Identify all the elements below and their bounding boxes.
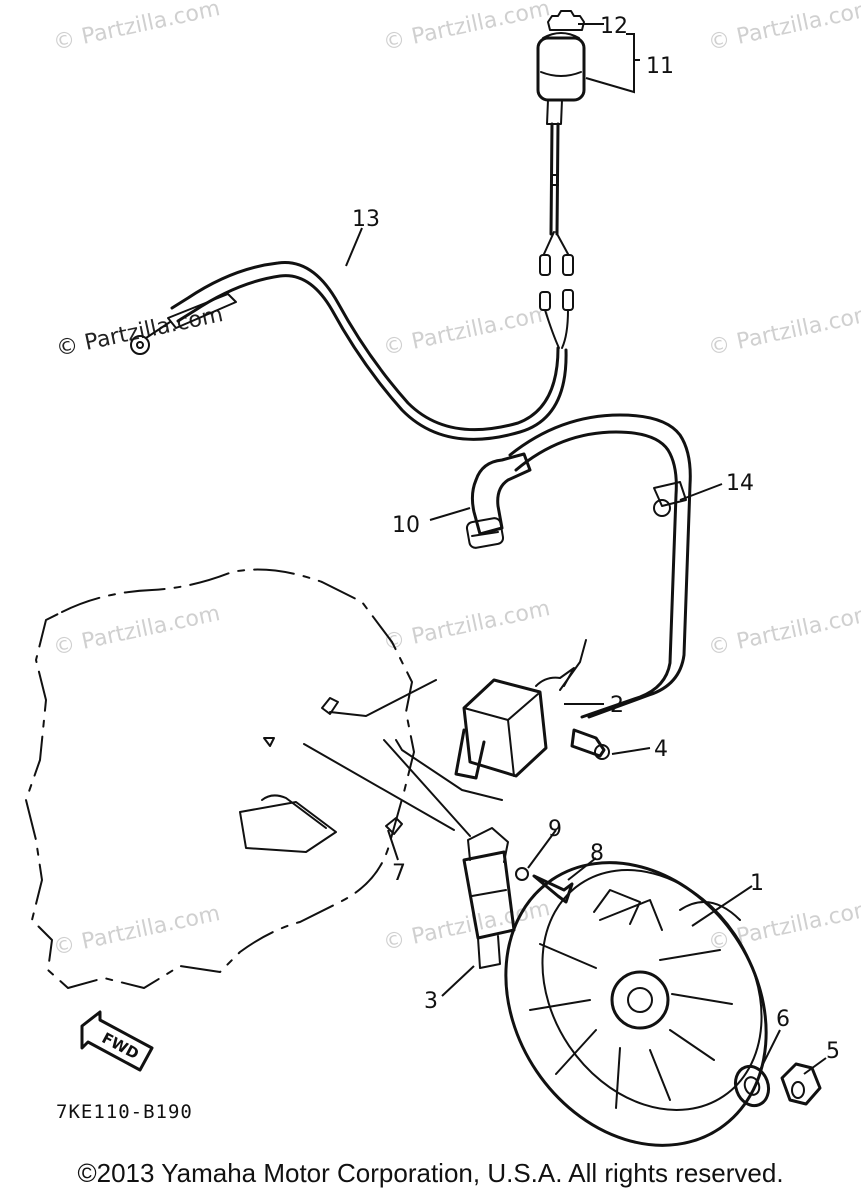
callout-4: 4 [654,737,668,762]
callout-13: 13 [352,207,380,232]
nut-part-5 [780,1062,822,1106]
drawing-code: 7KE110-B190 [56,1101,193,1123]
callout-1: 1 [750,871,764,896]
plug-cord-part-10 [465,413,692,719]
watermark: © Partzilla.com [381,0,552,56]
switch-cap-part-12 [547,10,585,31]
ignition-coil-part-2 [329,639,587,780]
callout-11: 11 [646,54,674,79]
watermark: © Partzilla.com [54,302,225,362]
callout-9: 9 [548,817,562,842]
callout-6: 6 [776,1007,790,1032]
copyright-notice: ©2013 Yamaha Motor Corporation, U.S.A. A… [77,1158,784,1188]
callouts: 12 11 13 10 14 2 4 7 9 8 1 3 6 5 [352,14,840,1064]
watermark: © Partzilla.com [706,0,861,56]
watermark: © Partzilla.com [51,901,222,961]
stop-switch-part-11 [536,10,586,276]
callout-10: 10 [392,513,420,538]
watermark: © Partzilla.com [706,601,861,661]
fwd-arrow-icon: FWD [80,1010,154,1072]
watermark: © Partzilla.com [381,301,552,361]
washer-part-6 [733,1064,771,1108]
callout-7: 7 [392,861,406,886]
nut-washer [733,1062,822,1108]
clip-part-7 [385,817,403,835]
flywheel-part-1 [504,861,768,1147]
fasteners [385,728,610,904]
watermark: © Partzilla.com [51,601,222,661]
callout-12: 12 [600,14,628,39]
callout-8: 8 [590,841,604,866]
callout-5: 5 [826,1039,840,1064]
callout-2: 2 [610,693,624,718]
callout-3: 3 [424,989,438,1014]
engine-outline [25,568,415,989]
lead-wire-part-13 [130,261,574,441]
washer-part-9 [515,867,529,881]
leader-lines [345,23,827,1075]
bolt-part-4 [570,728,606,758]
callout-14: 14 [726,471,754,496]
watermark: © Partzilla.com [51,0,222,56]
watermark: © Partzilla.com [381,596,552,656]
watermark: © Partzilla.com [706,301,861,361]
